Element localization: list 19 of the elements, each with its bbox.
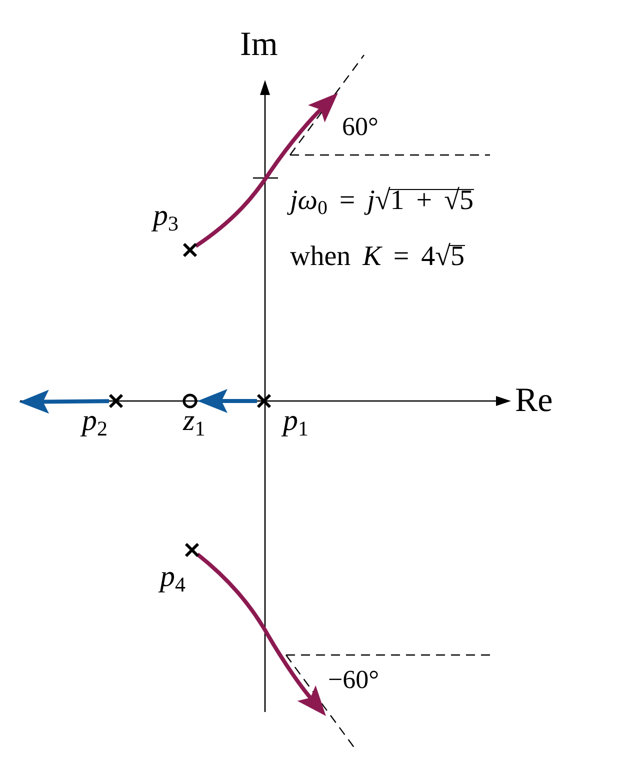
point-label: p$_{3}$	[153, 199, 180, 232]
point-label: p$_{1}$	[283, 404, 310, 437]
point-label: p$_{4}$	[160, 560, 186, 593]
condition-text: when K = 4√5	[290, 242, 466, 273]
cross-mark-icon	[184, 542, 200, 558]
circle-mark-icon	[182, 393, 198, 409]
cross-mark-icon	[182, 242, 198, 258]
locus-arrow	[198, 389, 257, 413]
locus-arrow	[194, 92, 338, 248]
locus-arrow	[196, 552, 326, 716]
angle-label: 60°	[342, 113, 380, 142]
axis-label: Im	[240, 26, 279, 64]
cross-mark-icon	[256, 393, 272, 409]
axis-label: Re	[515, 382, 554, 420]
cross-mark-icon	[108, 393, 124, 409]
angle-label: −60°	[328, 666, 380, 695]
point-label: p$_{2}$	[82, 404, 108, 437]
point-label: z$_{1}$	[183, 404, 206, 437]
locus-arrow	[19, 390, 110, 414]
